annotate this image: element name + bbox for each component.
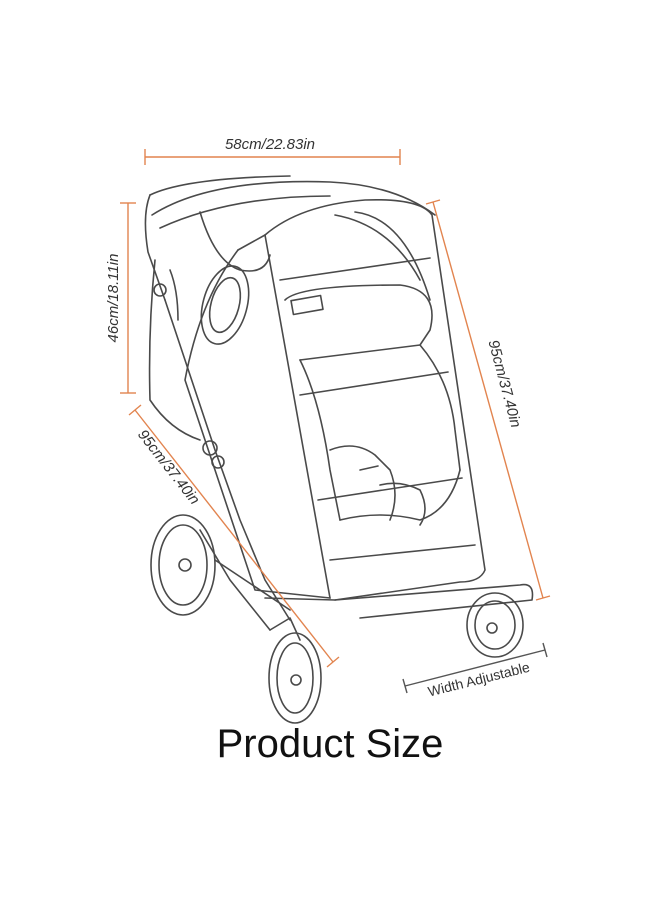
- right-length-line: [432, 201, 544, 599]
- stroller-illustration: [144, 175, 534, 724]
- width-adjustable-line: [402, 642, 548, 694]
- dimension-lines: [120, 149, 551, 668]
- left-diagonal-label: 95cm/37.40in: [134, 427, 203, 508]
- left-diagonal-line: [134, 409, 334, 663]
- top-width-label: 58cm/22.83in: [225, 136, 315, 153]
- page-title: Product Size: [216, 722, 444, 766]
- left-height-label: 46cm/18.11in: [105, 254, 122, 343]
- right-length-label: 95cm/37.40in: [484, 338, 524, 429]
- width-adjustable-label: Width Adjustable: [426, 659, 531, 700]
